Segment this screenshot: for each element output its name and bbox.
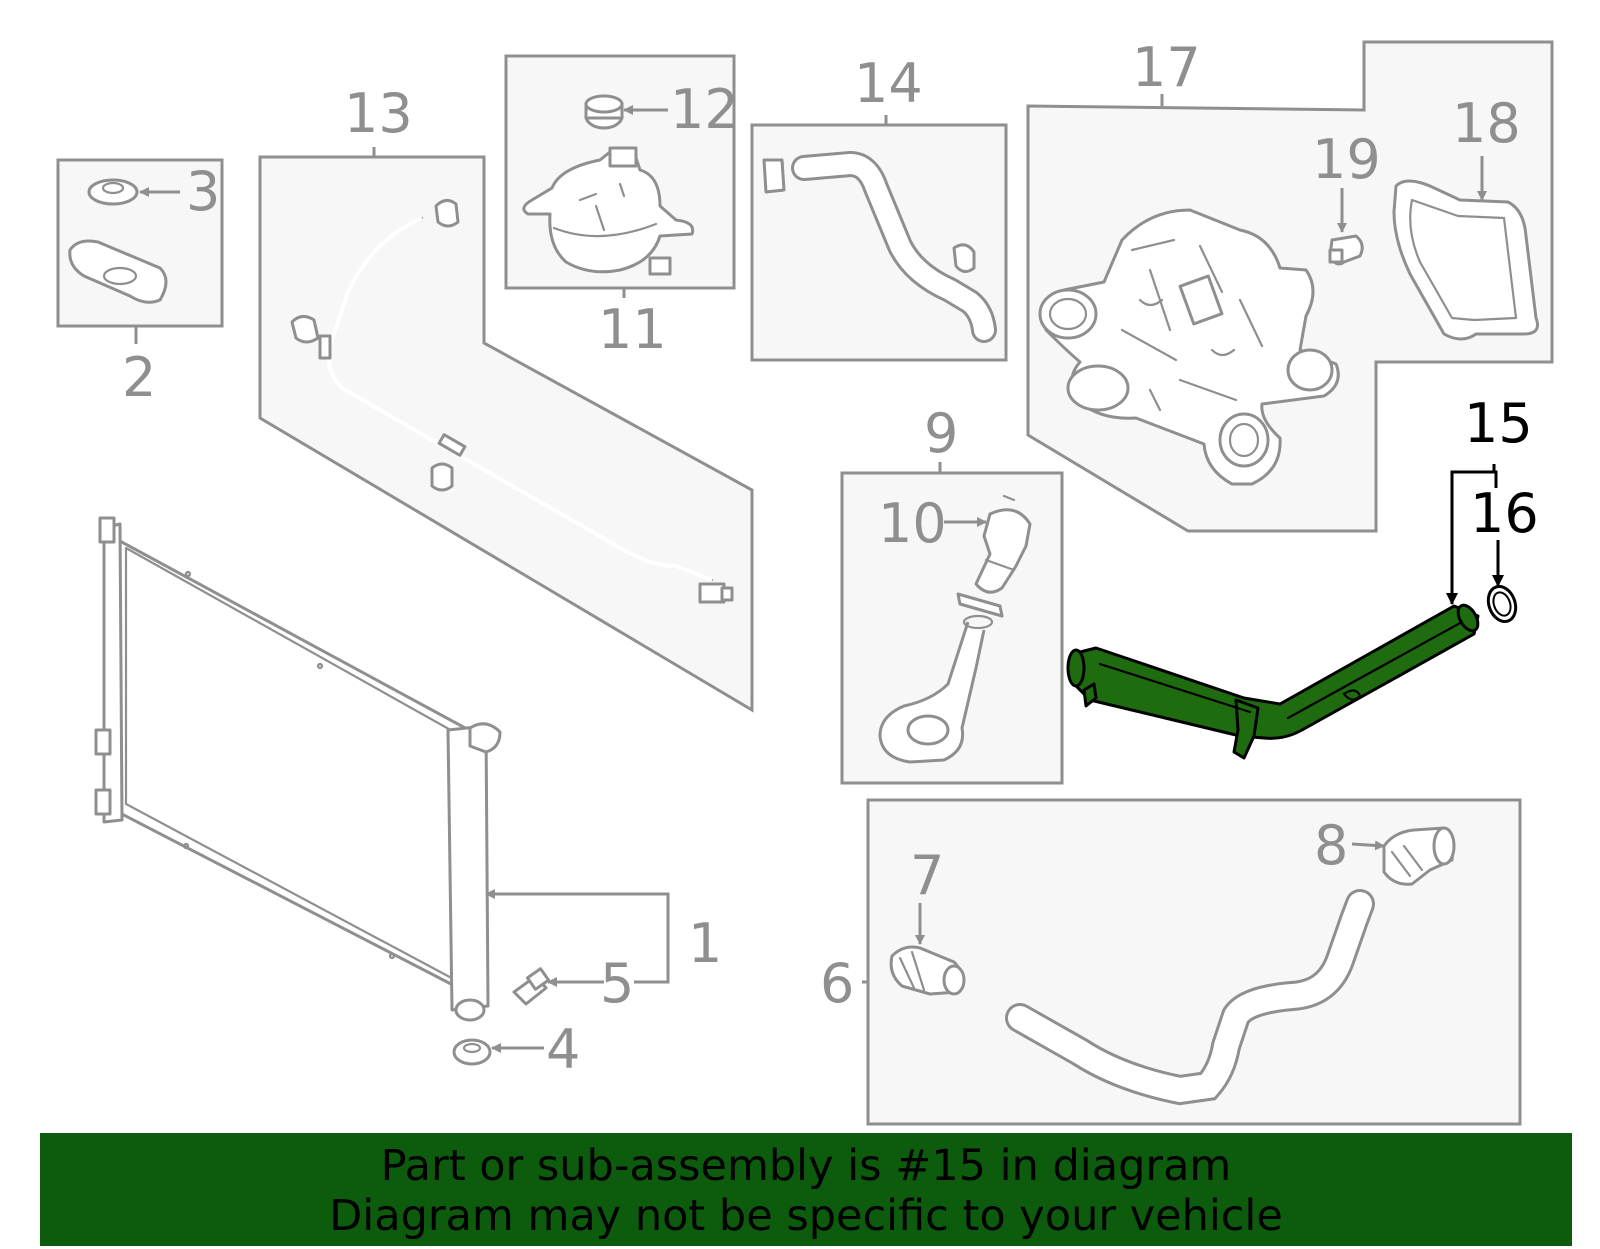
radiator-part-1 — [94, 516, 502, 1022]
hose-part-6 — [1005, 889, 1375, 1106]
callout-11: 11 — [598, 298, 667, 361]
sensor-part-19 — [1328, 234, 1364, 266]
thermostat-housing-part-17 — [1038, 208, 1340, 486]
callout-19: 19 — [1312, 128, 1381, 191]
callout-12: 12 — [670, 78, 739, 141]
callout-numbers: 1 2 3 4 5 6 7 8 9 10 11 12 13 14 15 16 1… — [122, 36, 1539, 1081]
hose-part-14 — [762, 150, 997, 343]
group-box-13 — [258, 155, 754, 713]
callout-6: 6 — [820, 952, 854, 1015]
callout-4: 4 — [546, 1018, 580, 1081]
callout-8: 8 — [1314, 814, 1348, 877]
connector-part-10 — [974, 494, 1032, 594]
group-box-14 — [750, 123, 1008, 362]
hose-part-9 — [878, 592, 1004, 764]
insulator-part-4 — [452, 1038, 492, 1066]
callout-9: 9 — [924, 402, 958, 465]
overflow-hose-part-13 — [290, 199, 734, 604]
callout-5: 5 — [600, 952, 634, 1015]
o-ring-part-16 — [1486, 585, 1518, 623]
reservoir-part-11 — [522, 146, 695, 276]
connector-part-8 — [1382, 826, 1456, 886]
callout-7: 7 — [910, 844, 944, 907]
callout-13: 13 — [344, 82, 413, 145]
callout-10: 10 — [878, 492, 947, 555]
drain-plug-part-5 — [512, 967, 551, 1006]
banner-line-1: Part or sub-assembly is #15 in diagram — [380, 1141, 1232, 1191]
connector-part-7 — [889, 945, 966, 996]
cap-part-12 — [584, 94, 624, 130]
callout-3: 3 — [186, 160, 220, 223]
callout-2: 2 — [122, 346, 156, 409]
insulator-part-3 — [87, 178, 139, 206]
callout-17: 17 — [1132, 36, 1201, 99]
callout-16: 16 — [1470, 482, 1539, 545]
info-banner: Part or sub-assembly is #15 in diagram D… — [40, 1133, 1572, 1246]
leader-lines — [134, 94, 1504, 1053]
callout-15: 15 — [1464, 392, 1533, 455]
pipe-part-15-highlighted — [1066, 603, 1480, 760]
banner-line-2: Diagram may not be specific to your vehi… — [329, 1191, 1283, 1241]
gasket-part-18 — [1392, 179, 1539, 341]
callout-14: 14 — [854, 52, 923, 115]
callout-18: 18 — [1452, 92, 1521, 155]
bracket-part-2 — [68, 239, 168, 304]
callout-1: 1 — [688, 912, 722, 975]
